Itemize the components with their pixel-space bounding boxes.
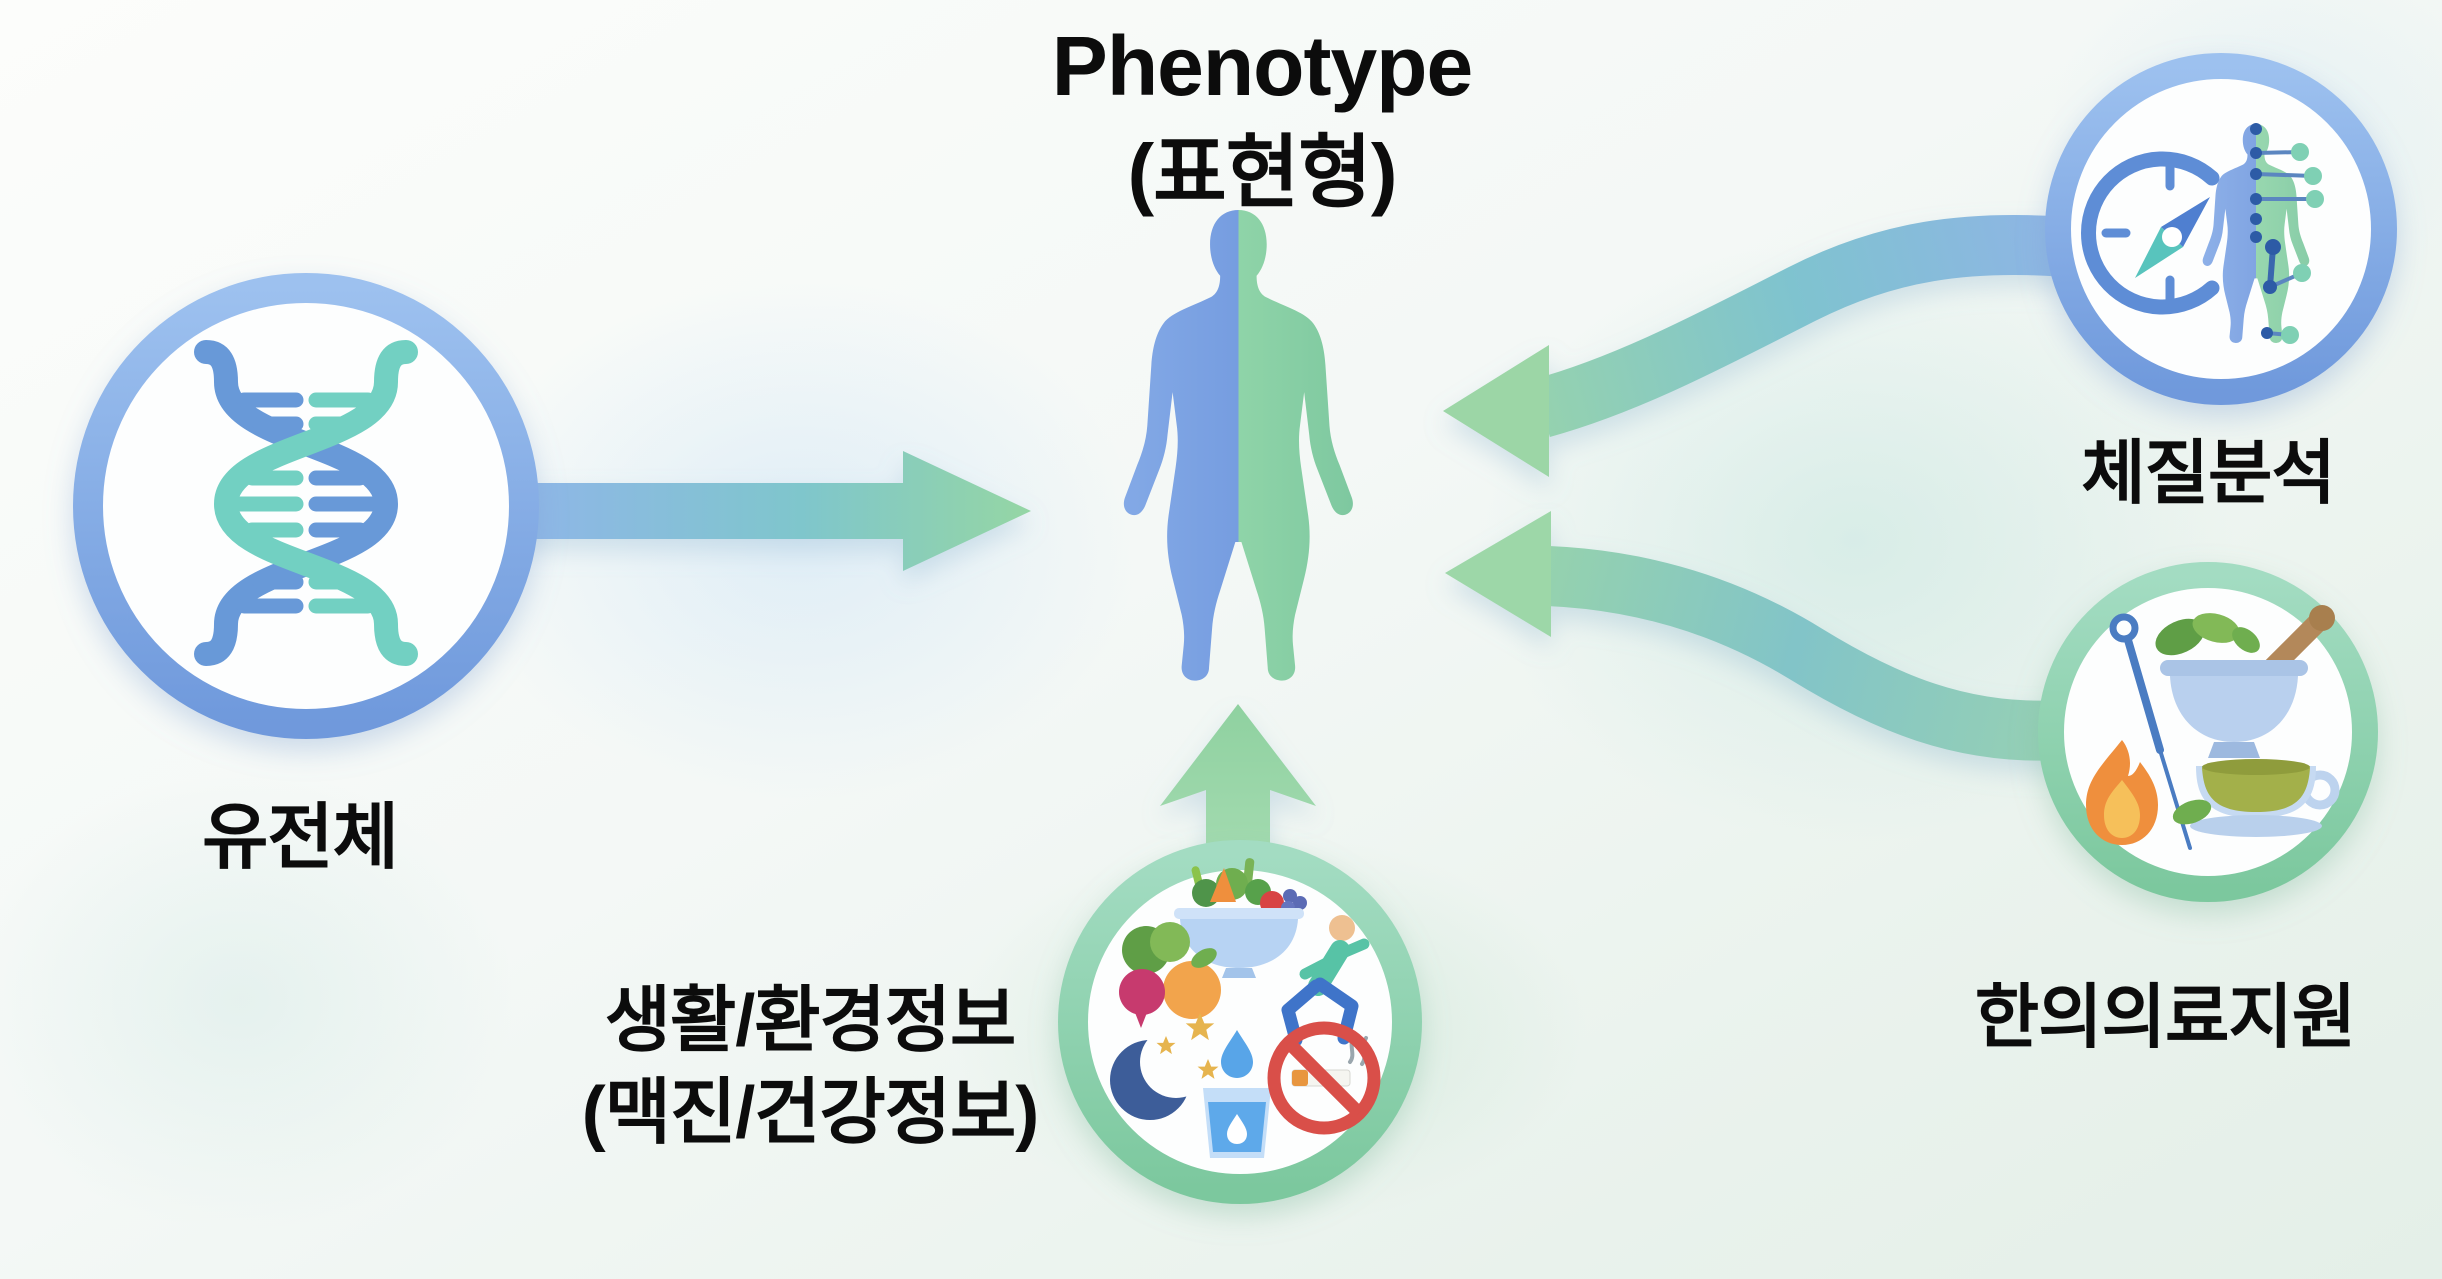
title-korean: (표현형) [1127, 128, 1397, 218]
label-lifestyle-line1: 생활/환경정보 [604, 981, 1016, 1061]
body-meridian-icon [2202, 123, 2324, 344]
arrow-constitution-to-phenotype [1443, 214, 2083, 477]
tea-cup-icon [2172, 759, 2340, 837]
lifestyle-node-circle [1058, 840, 1422, 1204]
mortar-pestle-icon [2155, 605, 2335, 758]
arrow-medicine-to-phenotype [1445, 511, 2064, 761]
korean-medicine-node-circle [2038, 562, 2378, 902]
moon-stars-icon [1110, 1013, 1219, 1120]
flame-icon [2086, 740, 2158, 845]
dna-icon [194, 340, 418, 666]
label-constitution-analysis: 체질분석 [2081, 434, 2336, 512]
label-genome: 유전체 [202, 798, 399, 878]
label-lifestyle-line2: (맥진/건강정보) [581, 1073, 1039, 1154]
genome-node-circle [73, 273, 539, 739]
label-korean-medicine-support: 한의의료지원 [1974, 978, 2356, 1056]
constitution-node-circle [2045, 53, 2397, 405]
acupuncture-needle-icon [2109, 613, 2192, 850]
no-smoking-icon [1267, 1021, 1381, 1135]
human-silhouette [1123, 210, 1353, 681]
label-lifestyle-environment: 생활/환경정보 (맥진/건강정보) [435, 975, 1185, 1159]
salad-bowl-icon [1174, 858, 1307, 978]
water-glass-icon [1203, 1030, 1271, 1158]
arrow-lifestyle-to-phenotype [1160, 704, 1316, 880]
title-english: Phenotype [1051, 19, 1473, 113]
page-title: Phenotype (표현형) [762, 12, 1762, 225]
vegetable-fruit-icon [1119, 922, 1221, 1028]
arrow-genome-to-phenotype [520, 451, 1031, 571]
compass-icon [2081, 151, 2220, 315]
